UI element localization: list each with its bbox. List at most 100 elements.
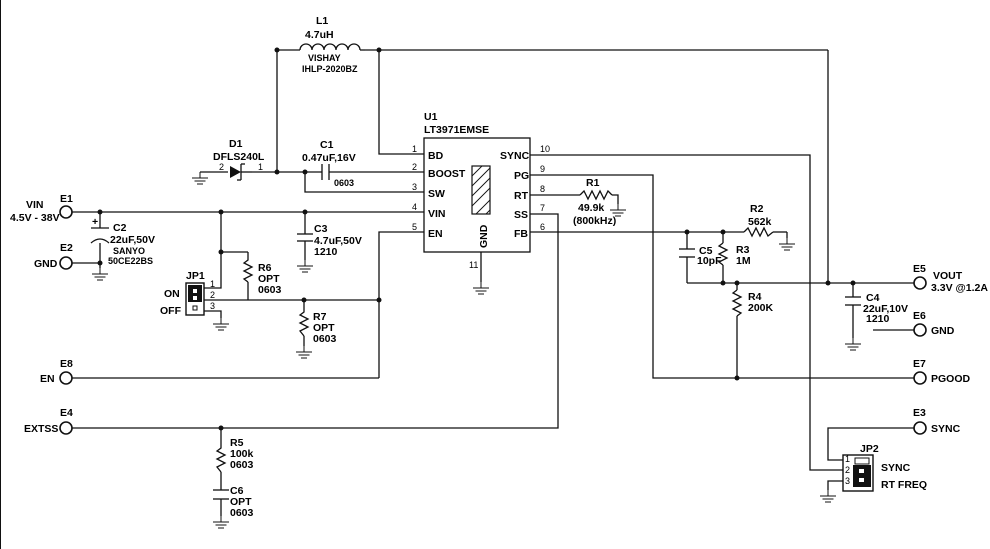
- e2-label: GND: [34, 258, 58, 270]
- terminal-e6[interactable]: E6 GND: [913, 310, 955, 337]
- jp1-on: ON: [164, 288, 180, 300]
- inductor-l1: L1 4.7uH VISHAY IHLP-2020BZ: [299, 15, 365, 74]
- ground-symbols: [91, 171, 862, 529]
- terminal-e7[interactable]: E7 PGOOD: [913, 358, 971, 385]
- r3-value: 1M: [736, 255, 751, 267]
- e6-id: E6: [913, 310, 926, 322]
- c5-value: 10pF: [697, 255, 722, 267]
- terminal-e1[interactable]: E1 VIN 4.5V - 38V: [10, 193, 73, 224]
- r2-value: 562k: [748, 216, 772, 228]
- terminal-e8[interactable]: E8 EN: [40, 358, 73, 385]
- r7-value: OPT: [313, 322, 335, 334]
- r6-value: OPT: [258, 273, 280, 285]
- r1-note: (800kHz): [573, 215, 616, 227]
- d1-pin-a: 2: [219, 162, 224, 172]
- r5-pkg: 0603: [230, 459, 254, 471]
- d1-part: DFLS240L: [213, 151, 265, 163]
- c4-value: 22uF,10V: [863, 303, 908, 315]
- u1-gnd-label: GND: [478, 224, 490, 248]
- capacitor-c2: + C2 22uF,50V SANYO 50CE22BS: [90, 216, 155, 266]
- e5-label: VOUT: [933, 270, 963, 282]
- l1-value: 4.7uH: [305, 29, 334, 41]
- e7-id: E7: [913, 358, 926, 370]
- c3-value: 4.7uF,50V: [314, 235, 362, 247]
- u1-pin-name-boost: BOOST: [428, 168, 466, 180]
- capacitor-c1: C1 0.47uF,16V 0603: [302, 139, 356, 188]
- d1-pin-k: 1: [258, 162, 263, 172]
- c2-value: 22uF,50V: [110, 234, 155, 246]
- jp2-pin-2: 2: [845, 465, 850, 475]
- diode-d1: D1 DFLS240L 2 1: [213, 138, 265, 181]
- c2-mfr: SANYO: [113, 246, 145, 256]
- r4-value: 200K: [748, 302, 774, 314]
- l1-mfr: VISHAY: [308, 53, 341, 63]
- e4-label: EXTSS: [24, 423, 58, 435]
- r5-ref: R5: [230, 437, 244, 449]
- terminal-e3[interactable]: E3 SYNC: [913, 407, 961, 435]
- u1-pin-name-sw: SW: [428, 188, 445, 200]
- terminal-e4[interactable]: E4 EXTSS: [24, 407, 73, 435]
- jp2-pin-3: 3: [845, 476, 850, 486]
- c3-ref: C3: [314, 223, 328, 235]
- c6-ref: C6: [230, 485, 244, 497]
- resistor-r7: R7 OPT 0603: [298, 306, 337, 345]
- c6-pkg: 0603: [230, 507, 254, 519]
- e5-sub: 3.3V @1.2A: [931, 282, 988, 294]
- e5-id: E5: [913, 263, 926, 275]
- capacitor-c5: C5 10pF: [679, 245, 722, 267]
- u1-pin-num-3: 3: [412, 182, 417, 192]
- capacitor-c6: C6 OPT 0603: [213, 485, 254, 519]
- jp1-pin-2: 2: [210, 290, 215, 300]
- u1-pin-num-7: 7: [540, 203, 545, 213]
- r2-ref: R2: [750, 203, 764, 215]
- e1-label: VIN: [26, 199, 44, 211]
- jp1-ref: JP1: [186, 270, 205, 282]
- e2-id: E2: [60, 242, 73, 254]
- r1-ref: R1: [586, 177, 600, 189]
- e7-label: PGOOD: [931, 373, 971, 385]
- resistor-r3: R3 1M: [717, 242, 751, 267]
- c2-ref: C2: [113, 222, 127, 234]
- l1-ref: L1: [316, 15, 328, 27]
- u1-pin-num-4: 4: [412, 202, 417, 212]
- u1-pin-num-1: 1: [412, 144, 417, 154]
- resistor-r5: R5 100k 0603: [215, 437, 254, 473]
- d1-ref: D1: [229, 138, 243, 150]
- u1-ref: U1: [424, 111, 438, 123]
- l1-part: IHLP-2020BZ: [302, 64, 358, 74]
- c2-polarity: +: [92, 216, 98, 228]
- u1-part: LT3971EMSE: [424, 124, 489, 136]
- terminal-e5[interactable]: E5 VOUT 3.3V @1.2A: [913, 263, 988, 294]
- terminal-e2[interactable]: E2 GND: [34, 242, 73, 270]
- junctions: [97, 47, 856, 431]
- u1-pin-name-pg: PG: [514, 170, 529, 182]
- resistor-r1: R1 49.9k (800kHz): [573, 177, 616, 227]
- jp2-ref: JP2: [860, 443, 879, 455]
- c6-value: OPT: [230, 496, 252, 508]
- e1-id: E1: [60, 193, 73, 205]
- u1-pin-name-bd: BD: [428, 150, 444, 162]
- r7-pkg: 0603: [313, 333, 337, 345]
- jumper-jp1[interactable]: JP1 ON OFF 1 2 3: [160, 270, 215, 317]
- u1-pin-name-fb: FB: [514, 228, 528, 240]
- jp2-rtfreq: RT FREQ: [881, 479, 927, 491]
- u1-pin-name-rt: RT: [514, 190, 529, 202]
- r1-value: 49.9k: [578, 202, 604, 214]
- u1-pin-name-ss: SS: [514, 209, 528, 221]
- e3-id: E3: [913, 407, 926, 419]
- jumper-jp2[interactable]: JP2 SYNC RT FREQ 1 2 3: [842, 443, 927, 492]
- u1-pin-num-8: 8: [540, 184, 545, 194]
- e4-id: E4: [60, 407, 73, 419]
- u1-pin-name-sync: SYNC: [500, 150, 530, 162]
- resistor-r6: R6 OPT 0603: [242, 252, 282, 296]
- jp2-sync: SYNC: [881, 462, 911, 474]
- u1-pin-name-en: EN: [428, 228, 443, 240]
- c4-pkg: 1210: [866, 313, 890, 325]
- c5-ref: C5: [699, 245, 713, 257]
- jp1-pin-1: 1: [210, 279, 215, 289]
- r6-pkg: 0603: [258, 284, 282, 296]
- c1-pkg: 0603: [334, 178, 354, 188]
- resistor-r4: R4 200K: [731, 289, 774, 317]
- r6-ref: R6: [258, 262, 272, 274]
